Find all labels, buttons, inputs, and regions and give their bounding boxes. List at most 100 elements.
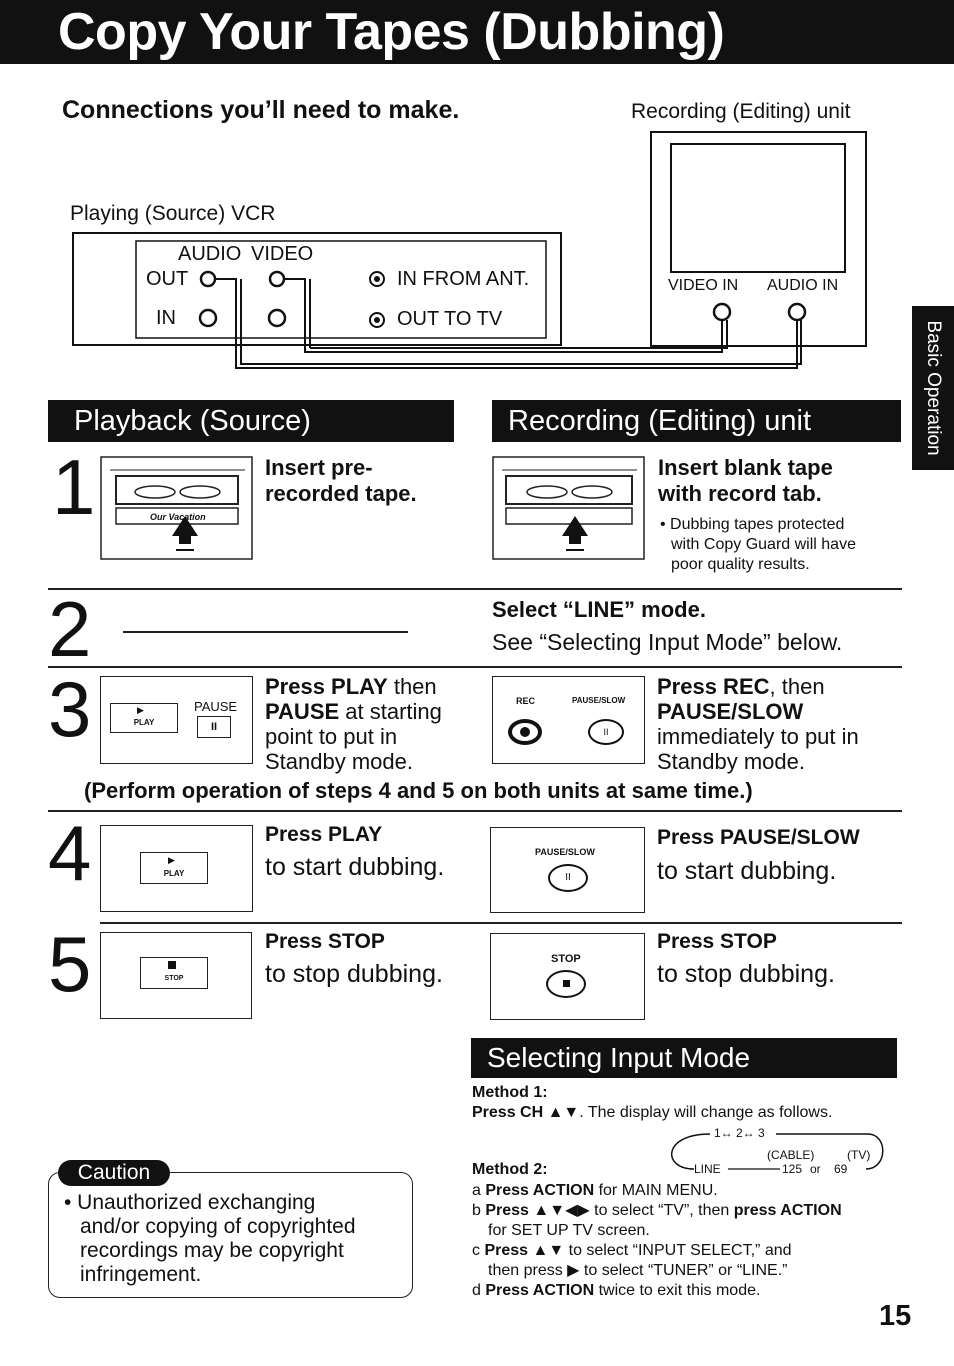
- connections-heading: Connections you’ll need to make.: [62, 96, 460, 124]
- step-4-left-title: Press PLAY: [265, 823, 383, 846]
- recording-unit-label: Recording (Editing) unit: [631, 100, 851, 123]
- method-2-step-c: c Press ▲▼ to select “INPUT SELECT,” and: [472, 1242, 792, 1259]
- channel-cycle-diagram: [670, 1133, 884, 1170]
- vcr-out-label: OUT: [146, 268, 189, 290]
- step-3-left-panel: [100, 676, 253, 764]
- page-number: 15: [879, 1300, 912, 1332]
- step-1-left-line-1: Insert pre-: [265, 455, 373, 480]
- step-5-right-text: to stop dubbing.: [657, 960, 835, 988]
- step-4-right-title: Press PAUSE/SLOW: [657, 826, 860, 849]
- divider-1: [48, 588, 902, 590]
- step-1-right-line-2: with record tab.: [658, 481, 822, 506]
- step-3-right-line-3: immediately to put in: [657, 724, 859, 749]
- play-icon: ▶: [137, 705, 144, 715]
- tape-label: Our Vacation: [150, 512, 206, 522]
- step-3-left-line-3: point to put in: [265, 724, 398, 749]
- rec-dot-icon: [520, 727, 530, 737]
- step-1-left-line-2: recorded tape.: [265, 481, 417, 506]
- step-3-right-line-4: Standby mode.: [657, 749, 805, 774]
- cycle-line: LINE: [694, 1162, 721, 1176]
- cycle-tv-label: (TV): [847, 1148, 871, 1162]
- cycle-top: 1↔ 2↔ 3: [714, 1126, 765, 1140]
- step-1-right-line-1: Insert blank tape: [658, 455, 833, 480]
- step-3-right-panel: [492, 676, 645, 764]
- caution-text: • Unauthorized exchanging and/or copying…: [64, 1191, 356, 1287]
- method-2-steps: a Press ACTION for MAIN MENU. b Press ▲▼…: [472, 1181, 902, 1301]
- recording-unit-header: Recording (Editing) unit: [492, 400, 901, 442]
- step-1-left-text: Insert pre- recorded tape.: [265, 455, 417, 507]
- pauseslow-button[interactable]: II: [588, 719, 624, 745]
- divider-2: [48, 666, 902, 668]
- stop-button-right[interactable]: [546, 970, 586, 998]
- play-button[interactable]: PLAY: [110, 703, 178, 733]
- method-1-text: Press CH ▲▼. The display will change as …: [472, 1104, 833, 1121]
- page-title: Copy Your Tapes (Dubbing): [58, 3, 725, 61]
- step-1-number: 1: [52, 443, 96, 531]
- step-5-left-text: to stop dubbing.: [265, 960, 443, 988]
- connection-diagram: [72, 131, 867, 369]
- step-3-right-line-2: PAUSE/SLOW: [657, 699, 804, 724]
- play-button-step-4[interactable]: PLAY: [140, 852, 208, 884]
- step-4-left-text: to start dubbing.: [265, 853, 445, 881]
- stop-button[interactable]: STOP: [140, 957, 208, 989]
- step-3-right-line-1: Press REC, then: [657, 674, 825, 699]
- step-1-note-line-3: poor quality results.: [671, 556, 810, 573]
- method-2-step-b: b Press ▲▼◀▶ to select “TV”, then press …: [472, 1202, 842, 1219]
- rec-button-label: REC: [516, 696, 536, 706]
- divider-4: [100, 922, 902, 924]
- step-1-note: • Dubbing tapes protected with Copy Guar…: [660, 515, 856, 575]
- step-5-left-panel: [100, 932, 252, 1019]
- vcr-insert-illustration-right: [492, 456, 645, 560]
- method-2-step-d: d Press ACTION twice to exit this mode.: [472, 1282, 761, 1299]
- step-1-note-line-1: • Dubbing tapes protected: [660, 516, 845, 533]
- caution-line-1: • Unauthorized exchanging: [64, 1191, 316, 1214]
- method-2-step-a: a Press ACTION for MAIN MENU.: [472, 1182, 718, 1199]
- divider-3: [48, 810, 902, 812]
- vcr-in-from-ant-label: IN FROM ANT.: [397, 268, 530, 290]
- tv-video-in-label: VIDEO IN: [668, 277, 739, 294]
- pauseslow-button-label: PAUSE/SLOW: [572, 696, 626, 705]
- step-5-number: 5: [48, 920, 92, 1008]
- play-icon-step-4: ▶: [168, 855, 175, 865]
- step-3-left-line-2: PAUSE at starting: [265, 699, 442, 724]
- method-2-step-c-line-2: then press ▶ to select “TUNER” or “LINE.…: [488, 1262, 788, 1279]
- cycle-69: 69: [834, 1162, 848, 1176]
- cycle-cable-label: (CABLE): [767, 1148, 815, 1162]
- side-tab-label: Basic Operation: [923, 320, 944, 456]
- stop-button-right-label: STOP: [551, 953, 581, 965]
- title-bar: Copy Your Tapes (Dubbing): [0, 0, 954, 64]
- caution-line-2: and/or copying of copyrighted: [80, 1215, 356, 1238]
- vcr-out-to-tv-label: OUT TO TV: [397, 308, 503, 330]
- cycle-125: 125: [782, 1162, 803, 1176]
- step-4-left-panel: [100, 825, 253, 912]
- rec-button[interactable]: [508, 719, 542, 745]
- stop-icon-right: [562, 980, 570, 987]
- pauseslow-button-step-4-label: PAUSE/SLOW: [535, 847, 595, 857]
- step-3-left-line-1: Press PLAY then: [265, 674, 437, 699]
- stop-icon: [168, 961, 176, 969]
- step-3-left-text: Press PLAY then PAUSE at starting point …: [265, 674, 442, 774]
- playback-source-header: Playback (Source): [48, 400, 454, 442]
- step-5-right-title: Press STOP: [657, 930, 777, 953]
- pause-button-label: PAUSE: [194, 699, 238, 714]
- method-2-title: Method 2:: [472, 1161, 548, 1178]
- vcr-in-label: IN: [156, 307, 176, 329]
- caution-line-3: recordings may be copyright: [80, 1239, 344, 1262]
- step-2-text: See “Selecting Input Mode” below.: [492, 629, 843, 655]
- step-3-right-text: Press REC, then PAUSE/SLOW immediately t…: [657, 674, 859, 774]
- vcr-video-label: VIDEO: [251, 243, 314, 265]
- pauseslow-button-step-4[interactable]: II: [548, 864, 588, 892]
- perform-note: (Perform operation of steps 4 and 5 on b…: [84, 778, 753, 803]
- play-button-label: PLAY: [133, 718, 155, 727]
- step-3-left-line-4: Standby mode.: [265, 749, 413, 774]
- cycle-or: or: [810, 1162, 821, 1176]
- step-1-right-text: Insert blank tape with record tab.: [658, 455, 833, 507]
- play-button-step-4-label: PLAY: [163, 869, 185, 878]
- step-4-right-text: to start dubbing.: [657, 857, 837, 885]
- tv-audio-in-label: AUDIO IN: [767, 277, 839, 294]
- step-5-left-title: Press STOP: [265, 930, 385, 953]
- step-4-right-panel: [490, 827, 645, 913]
- step-4-number: 4: [48, 809, 92, 897]
- step-2-number: 2: [48, 585, 92, 673]
- pause-button[interactable]: II: [197, 716, 231, 738]
